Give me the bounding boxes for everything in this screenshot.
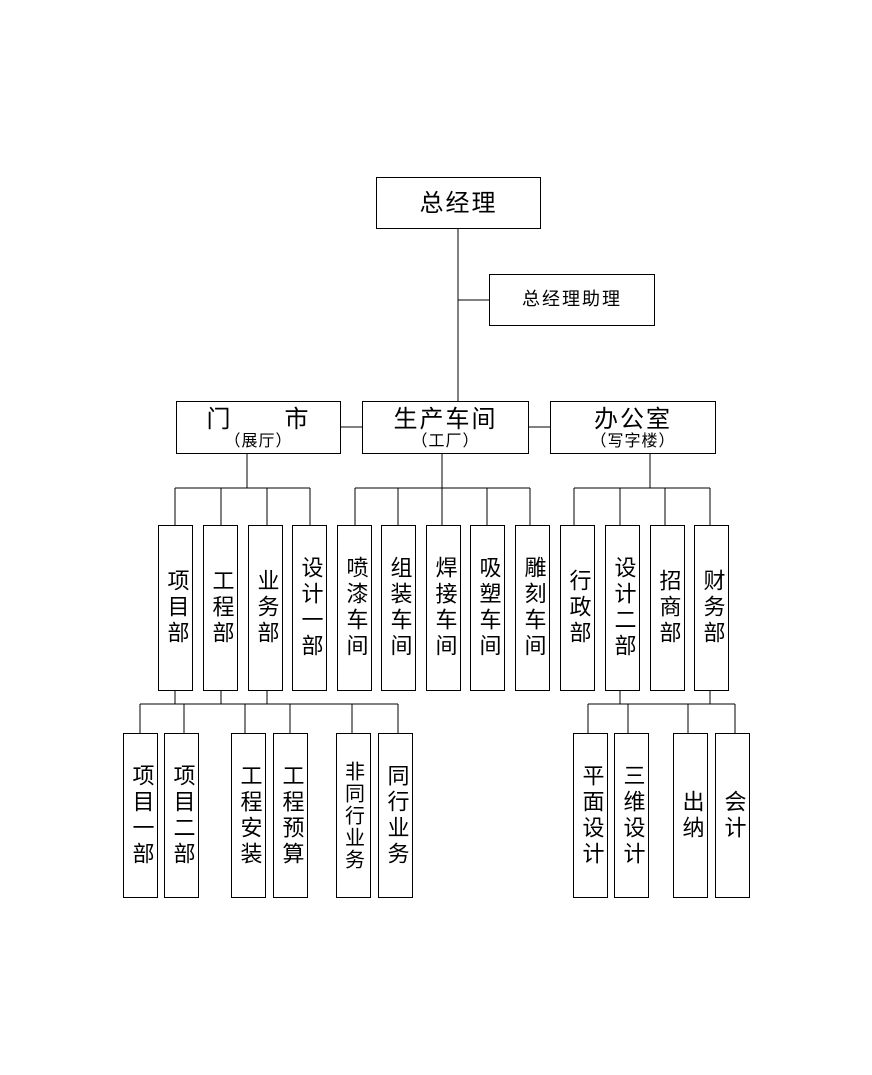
dept-welding: 焊接车间 — [426, 525, 461, 691]
dept-business: 业务部 — [248, 525, 283, 691]
unit-project-2: 项目二部 — [164, 733, 199, 898]
store-sub-label: （展厅） — [224, 430, 293, 450]
ceo-label: 总经理 — [419, 188, 498, 217]
ceo-box: 总经理 — [376, 177, 541, 229]
office-label: 办公室 — [594, 404, 672, 433]
workshop-box: 生产车间 （工厂） — [362, 401, 529, 454]
assistant-box: 总经理助理 — [489, 274, 655, 326]
dept-label: 雕刻车间 — [520, 556, 546, 660]
dept-assembly: 组装车间 — [381, 525, 416, 691]
dept-engineering: 工程部 — [203, 525, 238, 691]
dept-admin: 行政部 — [560, 525, 595, 691]
unit-label: 会计 — [720, 789, 746, 842]
unit-3d-design: 三维设计 — [614, 733, 649, 898]
dept-label: 设计二部 — [610, 556, 636, 660]
unit-label: 三维设计 — [619, 763, 645, 868]
unit-label: 项目一部 — [128, 763, 154, 868]
dept-design-2: 设计二部 — [605, 525, 640, 691]
unit-graphic-design: 平面设计 — [573, 733, 608, 898]
unit-project-1: 项目一部 — [123, 733, 158, 898]
dept-engraving: 雕刻车间 — [515, 525, 550, 691]
unit-peer-business: 同行业务 — [378, 733, 413, 898]
unit-label: 非同行业务 — [341, 760, 366, 871]
dept-label: 焊接车间 — [431, 556, 457, 660]
store-label: 门 市 — [206, 404, 311, 433]
unit-accounting: 会计 — [715, 733, 750, 898]
dept-label: 吸塑车间 — [475, 556, 501, 660]
unit-eng-budget: 工程预算 — [273, 733, 308, 898]
office-sub-label: （写字楼） — [590, 430, 676, 450]
unit-eng-install: 工程安装 — [231, 733, 266, 898]
dept-label: 业务部 — [253, 569, 279, 647]
dept-painting: 喷漆车间 — [337, 525, 372, 691]
dept-label: 工程部 — [208, 569, 234, 647]
office-box: 办公室 （写字楼） — [550, 401, 716, 454]
dept-label: 行政部 — [565, 569, 591, 647]
unit-label: 同行业务 — [383, 763, 409, 868]
dept-label: 喷漆车间 — [342, 556, 368, 660]
dept-label: 招商部 — [655, 569, 681, 647]
dept-label: 组装车间 — [386, 556, 412, 660]
dept-project: 项目部 — [158, 525, 193, 691]
workshop-sub-label: （工厂） — [411, 430, 480, 450]
unit-non-peer-business: 非同行业务 — [336, 733, 371, 898]
dept-design-1: 设计一部 — [292, 525, 327, 691]
dept-label: 财务部 — [699, 569, 725, 647]
unit-label: 工程预算 — [278, 763, 304, 868]
dept-finance: 财务部 — [694, 525, 729, 691]
dept-plastic: 吸塑车间 — [470, 525, 505, 691]
unit-label: 项目二部 — [169, 763, 195, 868]
assistant-label: 总经理助理 — [522, 289, 622, 311]
unit-cashier: 出纳 — [673, 733, 708, 898]
workshop-label: 生产车间 — [393, 404, 498, 433]
store-box: 门 市 （展厅） — [176, 401, 341, 454]
unit-label: 平面设计 — [578, 763, 604, 868]
unit-label: 工程安装 — [236, 763, 262, 868]
dept-investment: 招商部 — [650, 525, 685, 691]
unit-label: 出纳 — [678, 789, 704, 842]
dept-label: 项目部 — [163, 569, 189, 647]
dept-label: 设计一部 — [297, 556, 323, 660]
